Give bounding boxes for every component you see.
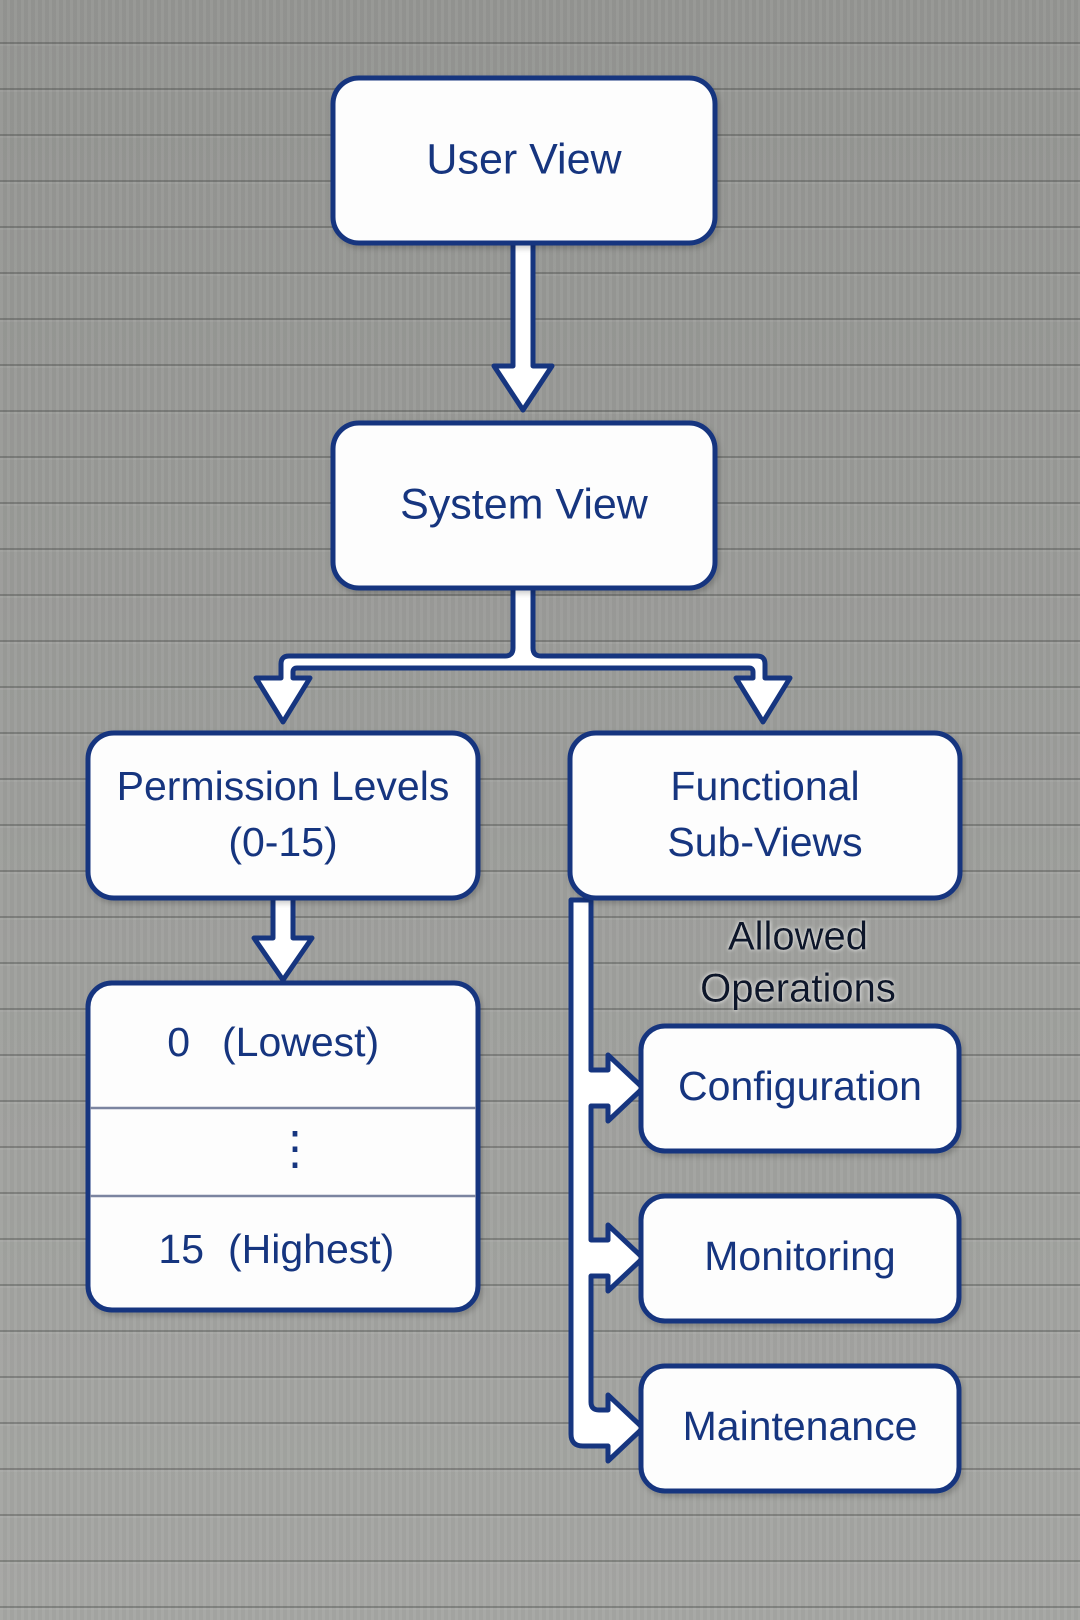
system-view-label: System View	[400, 480, 649, 528]
levels-table-row: 15 (Highest)	[158, 1226, 394, 1272]
edge-label-allowed-operations: Allowed Operations	[700, 915, 896, 1011]
levels-table-row: 0 (Lowest)	[167, 1019, 379, 1065]
node-operation-configuration[interactable]: Configuration	[638, 1023, 962, 1154]
node-user-view[interactable]: User View	[330, 75, 718, 246]
level-row-text: (Lowest)	[222, 1019, 379, 1065]
permission-levels-label-line1: Permission Levels	[117, 763, 450, 809]
connector-subviews-to-operations	[568, 897, 646, 1464]
maintenance-label: Maintenance	[683, 1403, 918, 1449]
user-view-label: User View	[426, 135, 622, 183]
configuration-box[interactable]	[638, 1023, 962, 1154]
connector-permissionlevels-to-table	[251, 892, 315, 983]
system-view-box[interactable]	[330, 420, 718, 591]
functional-sub-views-box[interactable]	[567, 730, 963, 901]
level-row-text: (Highest)	[228, 1226, 394, 1272]
levels-table-box[interactable]	[85, 980, 481, 1313]
node-permission-levels[interactable]: Permission Levels (0-15)	[85, 730, 481, 901]
node-system-view[interactable]: System View	[330, 420, 718, 591]
level-row-number: 0	[167, 1019, 190, 1065]
functional-sub-views-label-line2: Sub-Views	[667, 819, 862, 865]
user-view-box[interactable]	[330, 75, 718, 246]
functional-sub-views-label-line1: Functional	[670, 763, 859, 809]
node-operation-maintenance[interactable]: Maintenance	[638, 1363, 962, 1494]
monitoring-box[interactable]	[638, 1193, 962, 1324]
allowed-operations-line1: Allowed	[728, 915, 868, 959]
node-functional-sub-views[interactable]: Functional Sub-Views	[567, 730, 963, 901]
level-row-text: ⋮	[272, 1122, 318, 1174]
node-operation-monitoring[interactable]: Monitoring	[638, 1193, 962, 1324]
allowed-operations-line2: Operations	[700, 967, 896, 1011]
level-row-number: 15	[158, 1226, 204, 1272]
configuration-label: Configuration	[678, 1063, 922, 1109]
connector-systemview-branch	[253, 583, 793, 725]
monitoring-label: Monitoring	[704, 1233, 895, 1279]
maintenance-box[interactable]	[638, 1363, 962, 1494]
node-levels-table[interactable]: 0 (Lowest) ⋮ 15 (Highest)	[85, 980, 481, 1313]
levels-table-row: ⋮	[272, 1122, 318, 1174]
connector-userview-to-systemview	[491, 238, 555, 413]
permission-levels-label-line2: (0-15)	[228, 819, 337, 865]
permission-levels-box[interactable]	[85, 730, 481, 901]
